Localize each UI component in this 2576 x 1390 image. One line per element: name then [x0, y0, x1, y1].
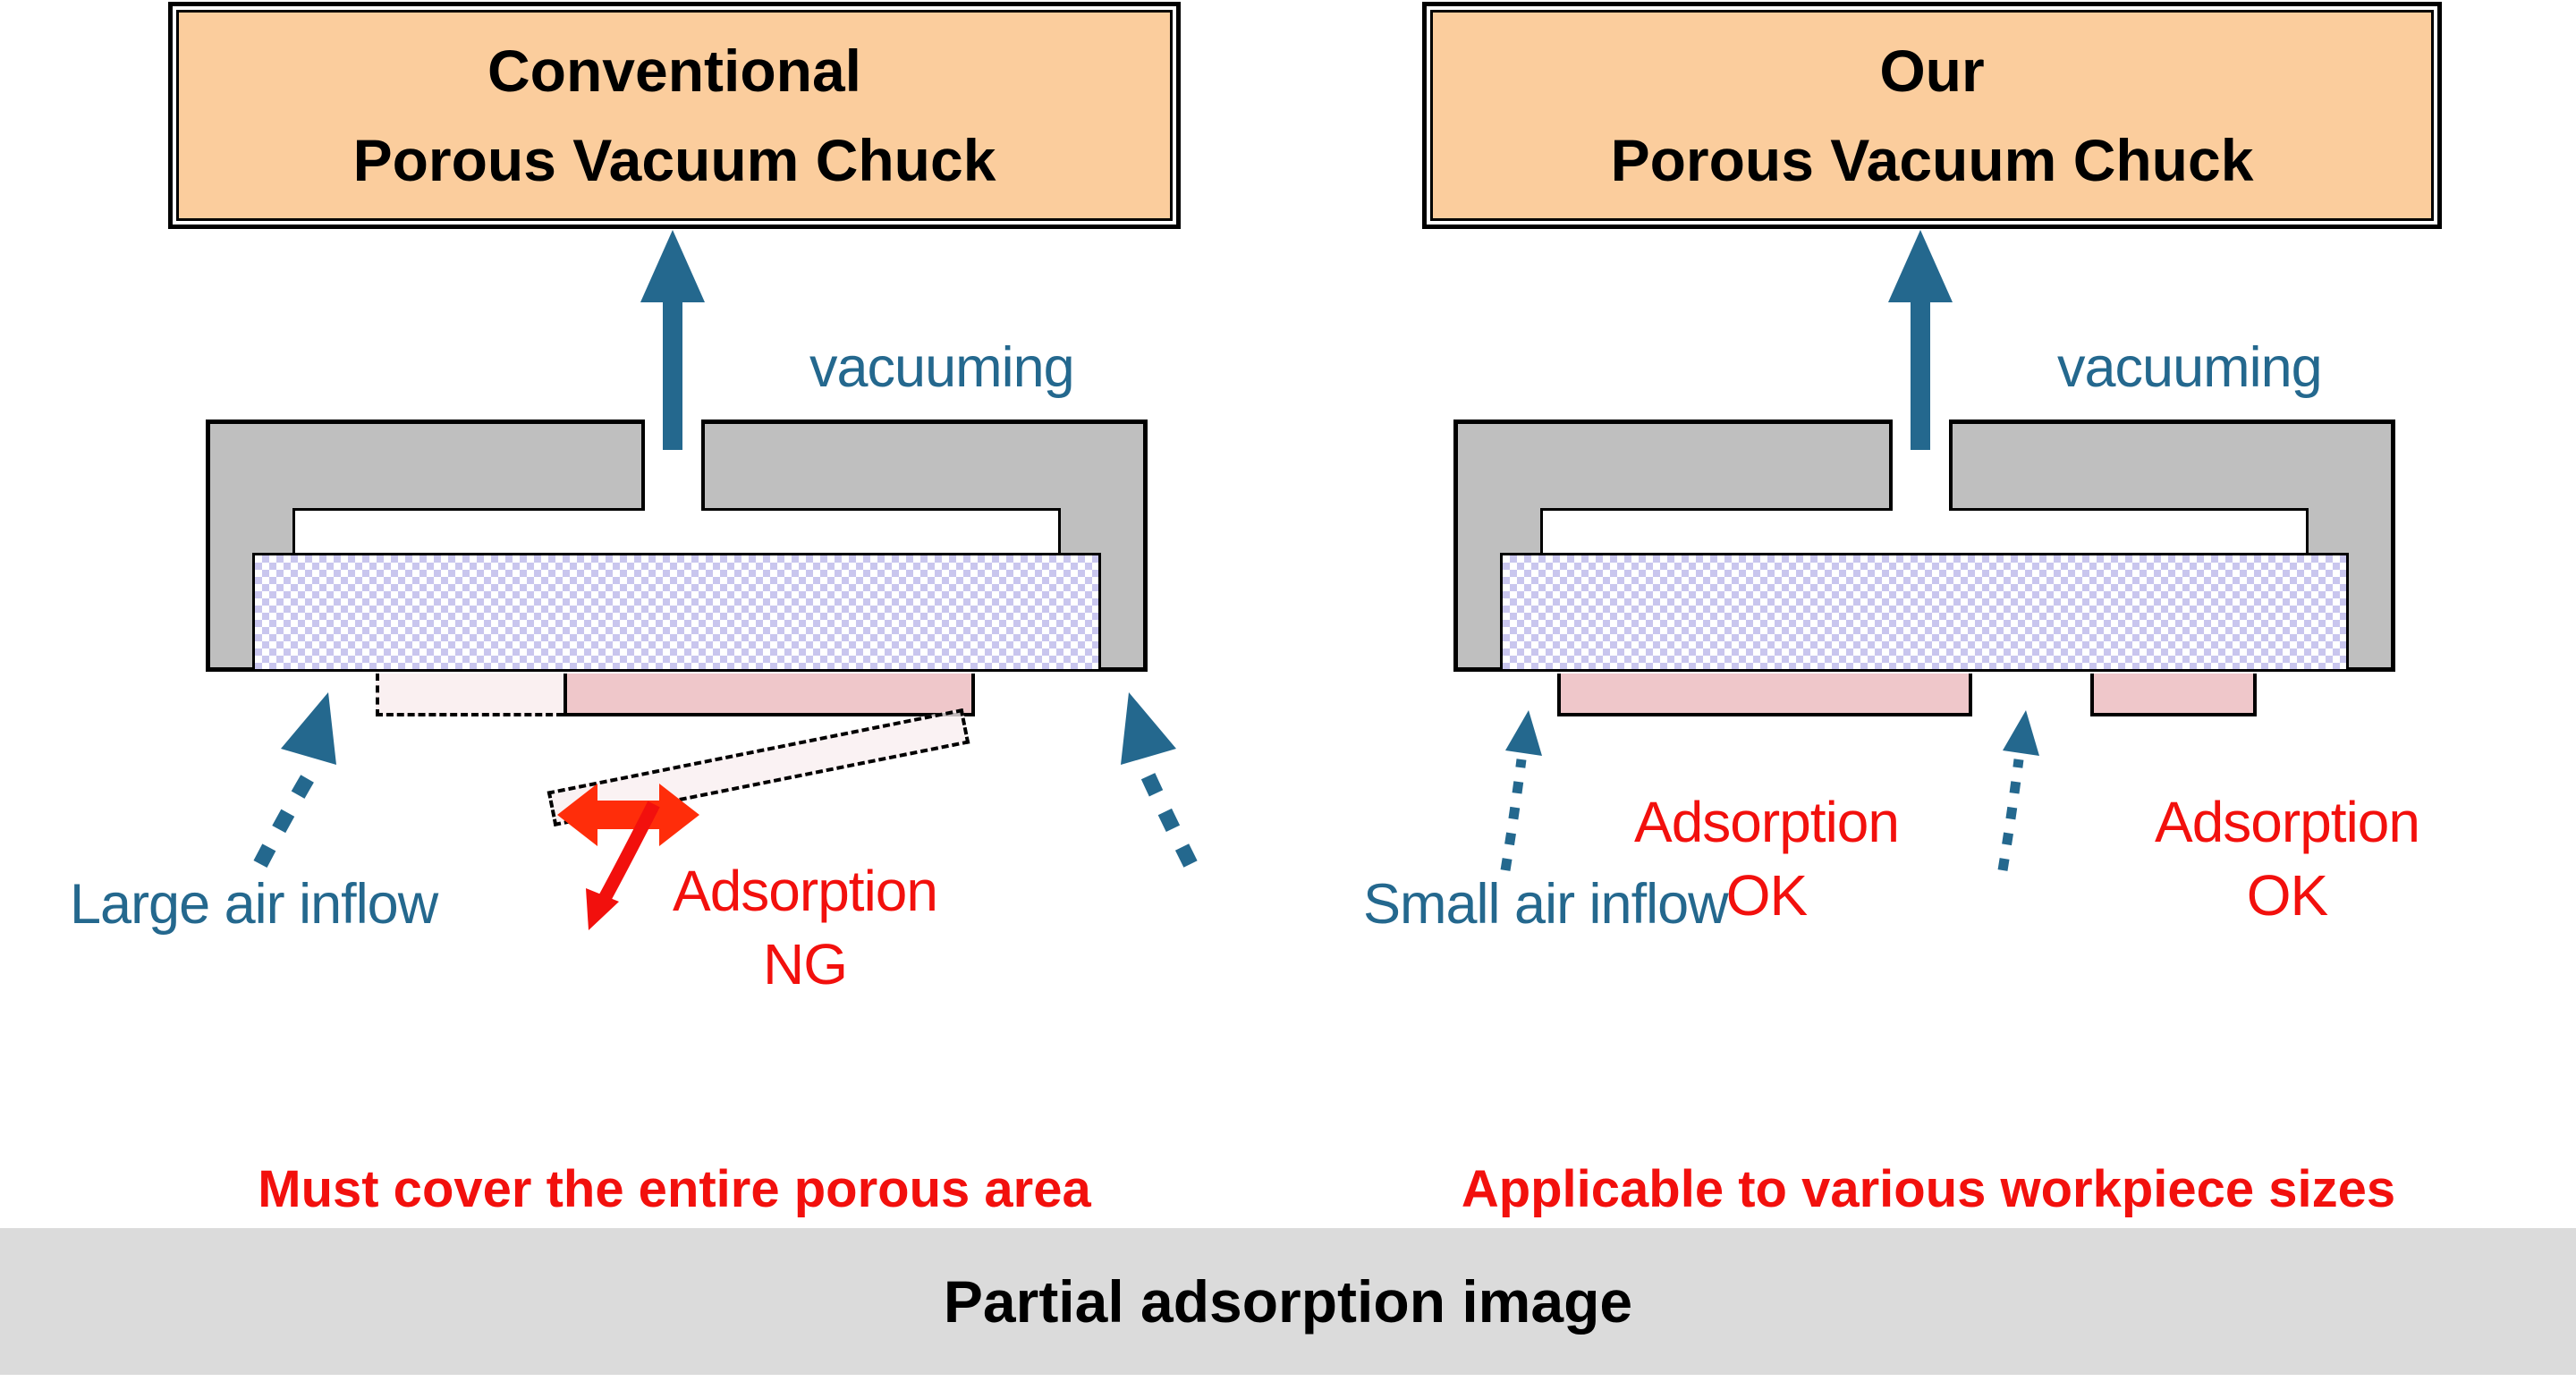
- adsorption-ng-line1: Adsorption: [673, 859, 938, 923]
- adsorption-ok2-line1: Adsorption: [2155, 790, 2420, 854]
- right-title-line1: Our: [1879, 38, 1985, 104]
- right-title-inner: Our Porous Vacuum Chuck: [1430, 10, 2434, 221]
- adsorption-ok1-line2: OK: [1725, 863, 1808, 928]
- left-caption: Must cover the entire porous area: [258, 1160, 1091, 1218]
- left-title-line2: Porous Vacuum Chuck: [352, 127, 996, 193]
- adsorption-ng-line2: NG: [763, 932, 848, 996]
- right-workpiece-small: [2090, 674, 2257, 716]
- left-title-inner: Conventional Porous Vacuum Chuck: [176, 10, 1173, 221]
- left-workpiece: [564, 674, 975, 716]
- right-caption: Applicable to various workpiece sizes: [1461, 1160, 2396, 1218]
- left-title-box: Conventional Porous Vacuum Chuck: [168, 2, 1181, 229]
- left-falling-workpiece-ghost: [547, 708, 970, 827]
- right-workpiece-large: [1557, 674, 1972, 716]
- adsorption-ok-label-1: Adsorption OK: [1634, 785, 1900, 932]
- right-vacuuming-label: vacuuming: [2057, 336, 2323, 399]
- large-air-inflow-label: Large air inflow: [70, 873, 438, 936]
- left-porous-block: [252, 553, 1101, 672]
- left-title-line1: Conventional: [487, 38, 861, 104]
- left-chuck-cavity: [292, 508, 1061, 558]
- right-air-inflow-arrow-right-icon: [1997, 710, 2039, 871]
- right-title-line2: Porous Vacuum Chuck: [1610, 127, 2254, 193]
- right-chuck-cavity: [1540, 508, 2309, 558]
- left-vacuum-port: [641, 420, 705, 511]
- right-vacuum-arrow-icon: [1888, 230, 1953, 450]
- left-air-inflow-arrow-left-icon: [253, 692, 336, 868]
- adsorption-ok-label-2: Adsorption OK: [2155, 785, 2420, 932]
- footer-title: Partial adsorption image: [943, 1268, 1633, 1335]
- adsorption-ng-label: Adsorption NG: [673, 854, 938, 1001]
- right-porous-block: [1500, 553, 2349, 672]
- right-air-inflow-arrow-left-icon: [1500, 710, 1542, 871]
- left-air-inflow-arrow-right-icon: [1121, 692, 1198, 868]
- small-air-inflow-label: Small air inflow: [1363, 873, 1729, 936]
- adsorption-ok2-line2: OK: [2246, 863, 2328, 928]
- left-vacuum-arrow-icon: [640, 230, 705, 450]
- footer-band: Partial adsorption image: [0, 1228, 2576, 1375]
- adsorption-ok1-line1: Adsorption: [1634, 790, 1900, 854]
- right-vacuum-port: [1889, 420, 1953, 511]
- left-uncovered-area-ghost: [376, 674, 564, 716]
- drop-curved-arrow-icon: [586, 801, 660, 930]
- right-title-box: Our Porous Vacuum Chuck: [1422, 2, 2442, 229]
- left-vacuuming-label: vacuuming: [809, 336, 1075, 399]
